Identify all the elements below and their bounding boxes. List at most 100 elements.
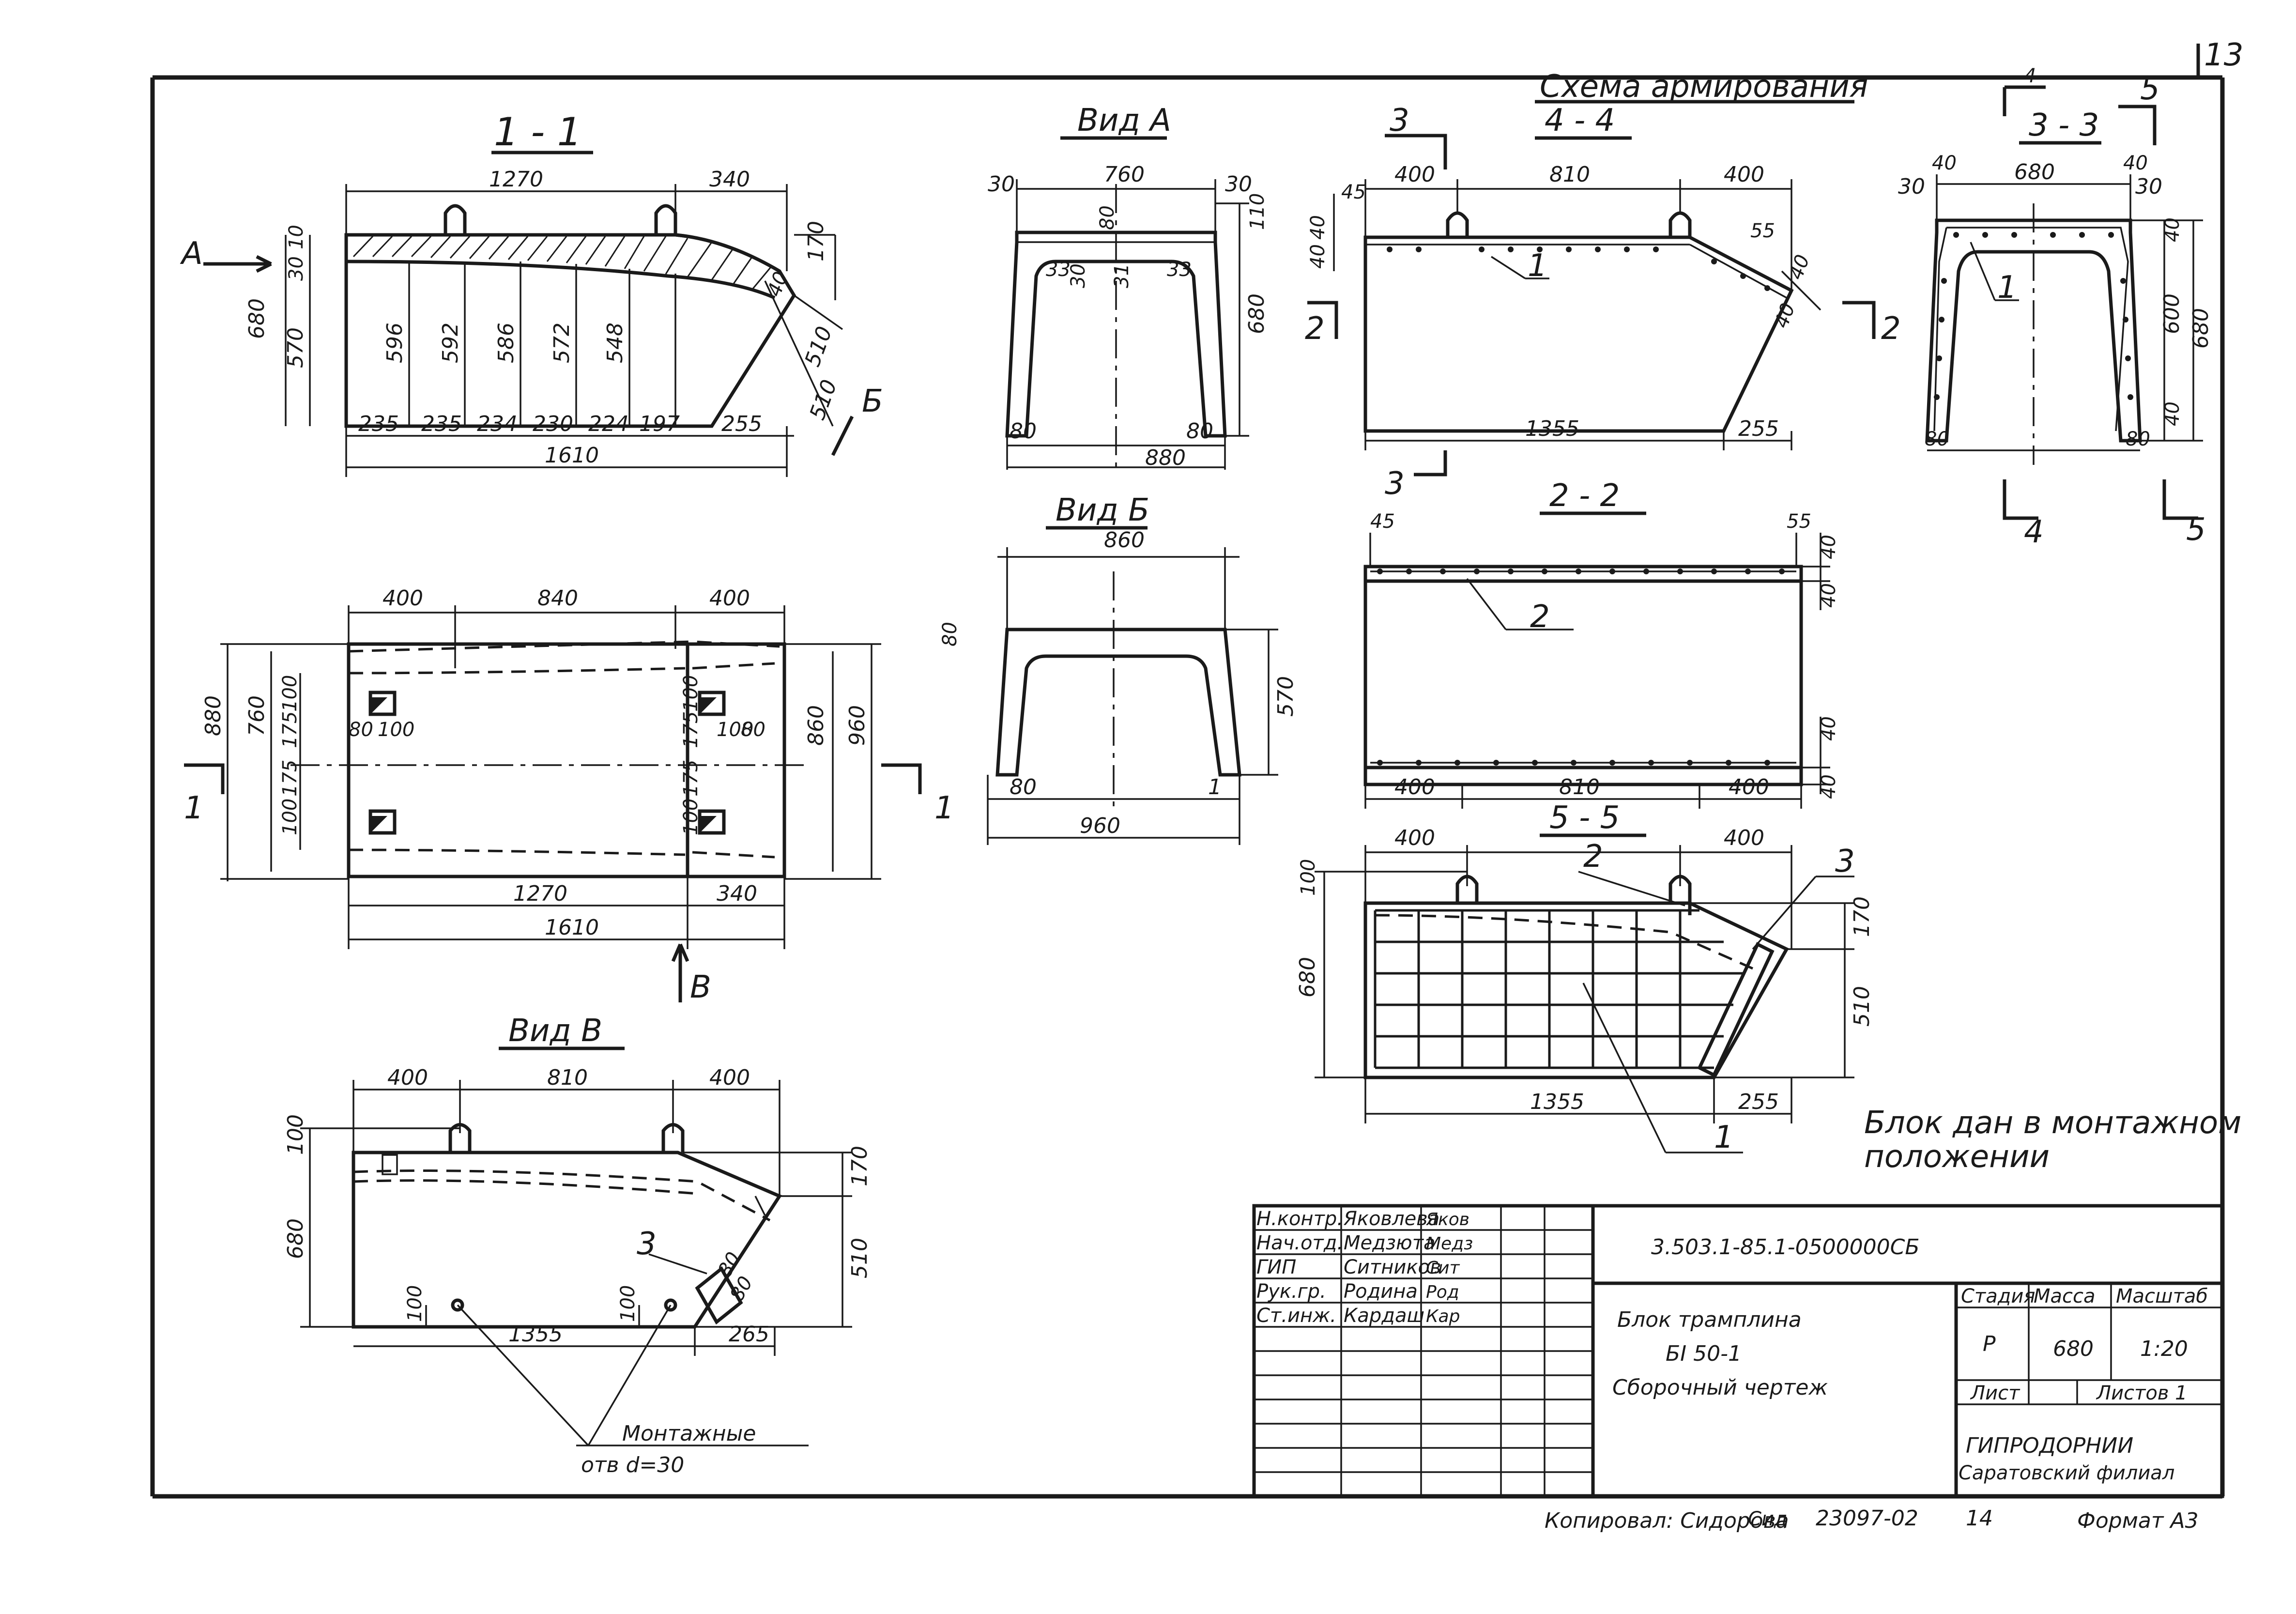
section-2-2-title: 2 - 2	[1549, 478, 1620, 514]
view-a-dim-31: 31	[1111, 263, 1133, 288]
section-3-3-callout-1: 1	[1997, 270, 2017, 306]
note-line-2: положении	[1864, 1139, 2050, 1175]
plan-dim-100a: 100	[378, 719, 414, 741]
section-5-5-callout-1: 1	[1714, 1120, 1734, 1155]
view-v-outline	[352, 1151, 782, 1329]
plan-dim-1270: 1270	[513, 881, 567, 906]
view-a-dim-33a: 33	[1046, 259, 1071, 281]
view-a-dim-80: 80	[1096, 205, 1118, 230]
view-v-dim-100a: 100	[404, 1285, 426, 1322]
section-5-5-callout-2: 2	[1583, 839, 1603, 875]
sheet-frame: 13	[150, 37, 2243, 1499]
opening-tl	[368, 691, 397, 716]
s55-dim-255: 255	[1738, 1090, 1779, 1114]
scheme-4-4: Схема армирования 4 - 4 1 3 3 2 2 400	[1305, 69, 1901, 502]
scheme-dim-255: 255	[1738, 416, 1779, 441]
rebar-dots-3-3	[1934, 232, 2133, 400]
marker-2-right: 2	[1881, 311, 1901, 347]
scheme-dim-40a: 40	[1307, 215, 1329, 240]
name-1: Медзюта	[1344, 1232, 1436, 1254]
scheme-4-4-callout-1: 1	[1528, 248, 1547, 284]
dim-197: 197	[639, 412, 680, 436]
rebar-dots-2-2	[1377, 569, 1785, 766]
footer-format: Формат А3	[2077, 1508, 2199, 1533]
s33-dim-40a: 40	[1932, 152, 1957, 174]
s55-dim-100: 100	[1297, 859, 1319, 896]
scheme-dim-1355: 1355	[1525, 416, 1579, 441]
view-v-title: Вид В	[508, 1013, 602, 1049]
sign-2: Сит	[1426, 1258, 1460, 1278]
plan-dim-100b: 100	[717, 719, 753, 741]
sign-4: Кар	[1426, 1307, 1460, 1326]
s22-dim-400a: 400	[1394, 775, 1435, 799]
plan-dim-400a: 400	[383, 586, 423, 611]
view-v-dim-400a: 400	[387, 1065, 428, 1090]
footer: Копировал: Сидорова Сид 23097-02 14 Форм…	[1545, 1506, 2199, 1533]
view-v-dim-265: 265	[729, 1322, 769, 1347]
general-note: Блок дан в монтажном положении	[1864, 1105, 2241, 1175]
sign-1: Медз	[1426, 1234, 1473, 1254]
scheme-heading: Схема армирования	[1540, 69, 1868, 105]
s33-dim-40r-b: 40	[2161, 401, 2184, 426]
plan-dim-400b: 400	[709, 586, 750, 611]
s22-dim-40d: 40	[1818, 774, 1840, 799]
section-marker-1-right: 1	[934, 790, 954, 826]
signature-rows: Н.контр. Яковлева Яков Нач.отд. Медзюта …	[1256, 1208, 1473, 1327]
plan-dim-r100b: 100	[680, 799, 702, 835]
view-b-dim-570: 570	[1273, 676, 1298, 717]
view-b-outline	[995, 628, 1241, 777]
view-a: Вид А 760 30 30 80 110 680 33 30 31 33 8…	[988, 103, 1269, 470]
stage-label: Стадия	[1961, 1285, 2035, 1307]
scheme-dim-400a: 400	[1394, 162, 1435, 187]
s22-dim-810: 810	[1559, 775, 1600, 799]
section-2-2: 2 - 2 2 45 55 40 40	[1363, 478, 1840, 809]
s33-dim-30l: 30	[1898, 174, 1925, 199]
footer-page: 14	[1966, 1506, 1993, 1531]
dim-30: 30	[285, 256, 307, 281]
footer-copied: Копировал: Сидорова	[1545, 1508, 1789, 1533]
view-a-dim-80b: 80	[1186, 419, 1213, 444]
plan-dim-860: 860	[804, 705, 828, 746]
scheme-dim-55: 55	[1750, 220, 1775, 242]
name-2: Ситников	[1344, 1256, 1441, 1278]
s55-dim-170: 170	[1850, 896, 1874, 937]
section-marker-1-left: 1	[184, 790, 204, 826]
plan-dim-960: 960	[845, 705, 870, 746]
view-a-outline	[1005, 231, 1227, 438]
dim-224: 224	[588, 412, 629, 436]
dim-170: 170	[804, 221, 828, 261]
plan-outline	[347, 642, 786, 878]
scheme-dim-810: 810	[1549, 162, 1590, 187]
scale-label: Масштаб	[2116, 1285, 2208, 1307]
section-2-2-callout-2: 2	[1530, 599, 1550, 635]
marker-5-bottom: 5	[2186, 512, 2206, 548]
sign-0: Яков	[1425, 1210, 1469, 1230]
opening-bl	[368, 809, 397, 835]
view-b-title: Вид Б	[1056, 492, 1149, 528]
org-line-2: Саратовский филиал	[1959, 1462, 2174, 1484]
plan-dim-l100b: 100	[279, 799, 301, 835]
view-v-dim-1355: 1355	[508, 1322, 563, 1347]
marker-4-bottom: 4	[2024, 514, 2044, 550]
view-v-callout-3: 3	[637, 1226, 657, 1262]
footer-code: 23097-02	[1816, 1506, 1918, 1531]
section-2-2-outline	[1363, 565, 1803, 786]
view-a-dim-30r: 30	[1225, 172, 1252, 197]
mesh-grid	[1374, 909, 1743, 1069]
org-line-1: ГИПРОДОРНИИ	[1966, 1433, 2133, 1458]
mass-value: 680	[2053, 1337, 2094, 1361]
view-a-dim-680: 680	[1244, 293, 1269, 334]
lifting-loop-right	[654, 204, 677, 235]
marker-a: А	[180, 236, 203, 272]
note-line-1: Блок дан в монтажном	[1864, 1105, 2241, 1141]
scheme-4-4-outline	[1363, 235, 1794, 433]
sign-3: Род	[1426, 1282, 1459, 1302]
scheme-dim-400b: 400	[1724, 162, 1764, 187]
view-a-dim-30i: 30	[1067, 263, 1089, 288]
scheme-dim-40b: 40	[1307, 244, 1329, 269]
view-b-dim-1: 1	[1208, 775, 1222, 799]
dim-1610: 1610	[545, 443, 599, 468]
s22-dim-40a: 40	[1818, 535, 1840, 559]
plan-dim-80b: 80	[741, 719, 765, 741]
